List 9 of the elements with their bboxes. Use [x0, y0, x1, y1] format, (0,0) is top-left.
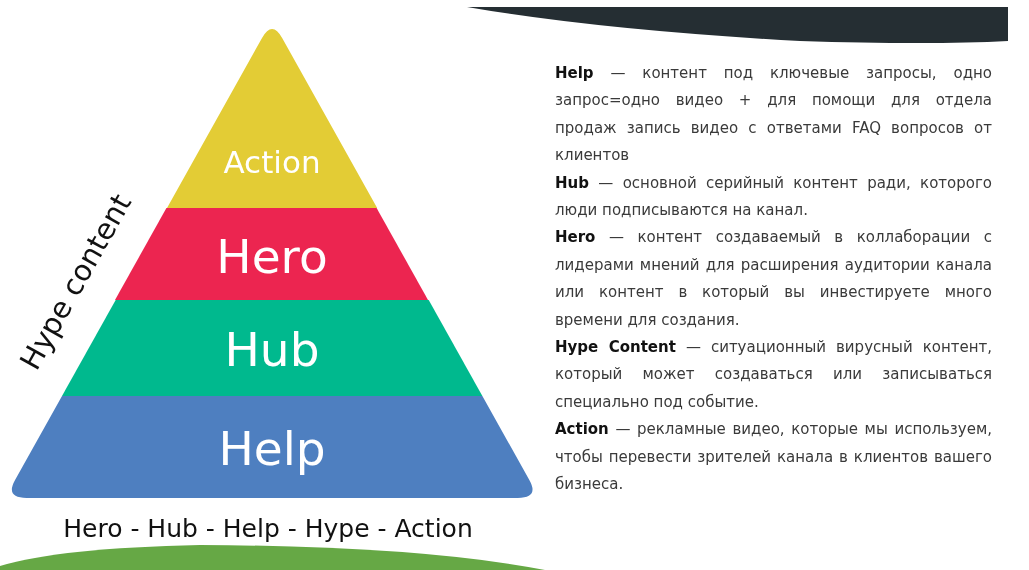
description-paragraph: Hype Content — ситуационный вирусный контент, который может создаваться или записываться специально под событие.	[555, 337, 992, 413]
description-paragraph: Hub — основной серийный контент ради, которого люди подписываются на канал.	[555, 172, 992, 222]
description-paragraph: Hero — контент создаваемый в коллаборации с лидерами мнений для расширения аудитории канала или контент в который вы инвестируете много времени для создания.	[555, 227, 992, 331]
tier-label: Hero	[216, 232, 328, 280]
description-paragraph: Help — контент под ключевые запросы, одно запрос=одно видео + для помощи для отдела продаж запись видео с ответами FAQ вопросов от клиентов	[555, 63, 992, 167]
tier-label: Hub	[224, 325, 320, 373]
description-paragraph: Action — рекламные видео, которые мы используем, чтобы перевести зрителей канала в клиентов вашего бизнеса.	[555, 419, 992, 496]
tier-label: Action	[223, 146, 321, 178]
caption-text: Hero - Hub - Help - Hype - Action	[63, 515, 473, 541]
